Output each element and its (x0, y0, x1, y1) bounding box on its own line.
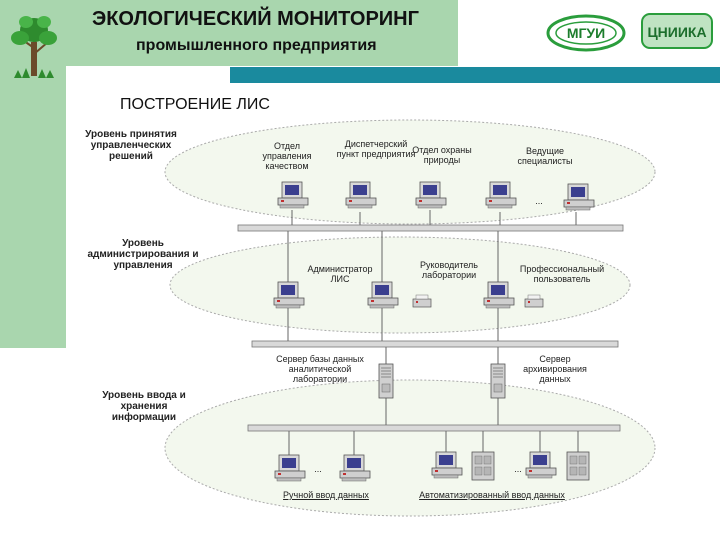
level-label-input: Уровень ввода и хранения информации (102, 390, 186, 423)
header-accent-bar (230, 67, 720, 83)
header-background (0, 0, 458, 66)
device-auto-1 (471, 451, 495, 481)
mgui-logo-text: МГУИ (567, 25, 605, 41)
label-auto-input: Автоматизированный ввод данных (419, 490, 565, 500)
label-archive-server: Сервер архивирования данных (523, 354, 587, 384)
ellipsis-auto: ... (514, 464, 522, 474)
server-archive (490, 363, 506, 399)
level-label-decision: Уровень принятия управленческих решений (85, 129, 177, 162)
mgui-logo: МГУИ (546, 14, 626, 52)
label-administrator: Администратор ЛИС (307, 264, 373, 284)
header-subtitle: промышленного предприятия (136, 37, 377, 54)
cniika-logo: ЦНИИКА (641, 13, 713, 49)
cniika-logo-text: ЦНИИКА (647, 24, 706, 40)
level-label-admin: Уровень администрирования и управления (87, 238, 199, 271)
label-lab-head: Руководитель лаборатории (420, 260, 478, 280)
label-manual-input: Ручной ввод данных (283, 490, 369, 500)
server-database (378, 363, 394, 399)
ellipsis-decision: ... (535, 196, 543, 206)
label-db-server: Сервер базы данных аналитической лаборат… (276, 354, 364, 384)
label-nature-dept: Отдел охраны природы (412, 145, 472, 165)
side-background (0, 66, 66, 348)
header-title: ЭКОЛОГИЧЕСКИЙ МОНИТОРИНГ (92, 8, 419, 30)
ellipsis-manual: ... (314, 464, 322, 474)
label-specialists: Ведущие специалисты (517, 146, 573, 166)
section-title: ПОСТРОЕНИЕ ЛИС (120, 96, 270, 113)
bus-top (237, 224, 624, 232)
bus-bottom (247, 424, 621, 432)
label-pro-user: Профессиональный пользователь (519, 264, 605, 284)
admin-level-ellipse (169, 236, 631, 334)
bus-middle (251, 340, 619, 348)
input-level-ellipse (164, 379, 656, 517)
device-auto-2 (566, 451, 590, 481)
label-quality-dept: Отдел управления качеством (262, 141, 312, 171)
label-dispatch: Диспетчерский пункт предприятия (336, 139, 416, 159)
tree-icon (11, 16, 57, 78)
